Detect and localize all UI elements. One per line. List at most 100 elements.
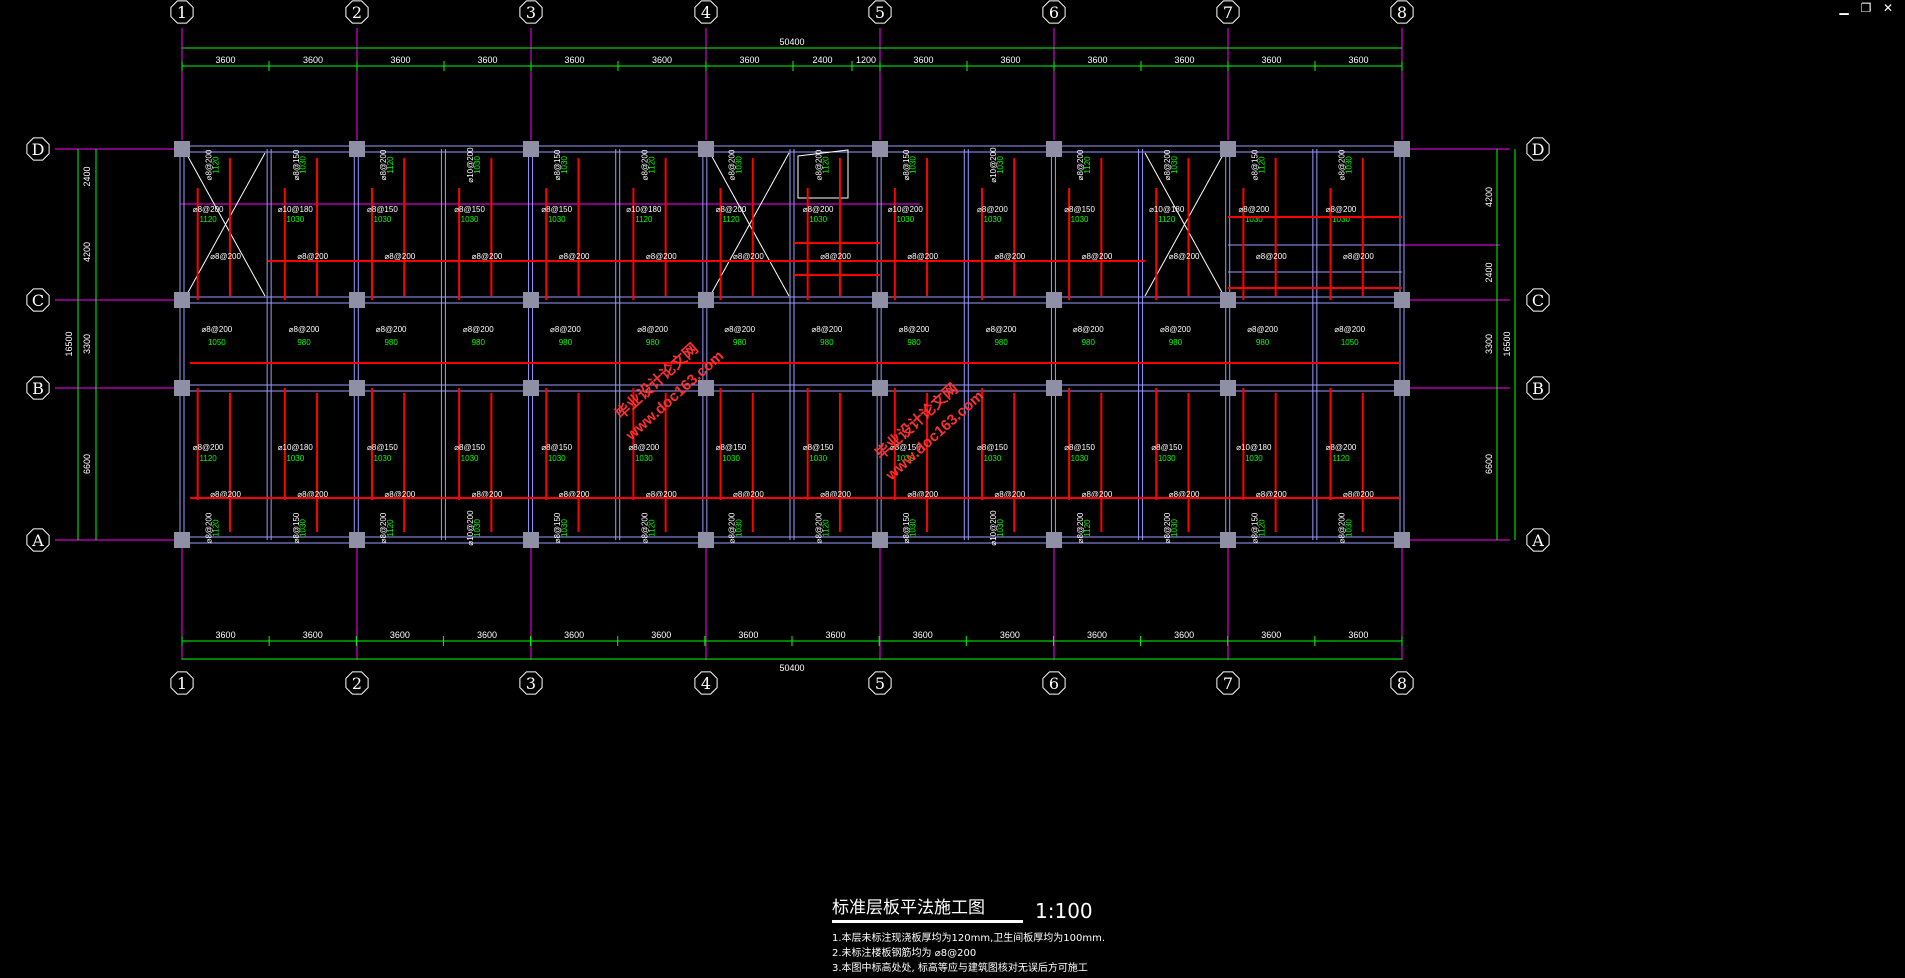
rebar-extent-label: 1120 bbox=[822, 519, 831, 537]
axis-bubble bbox=[1042, 671, 1066, 695]
rebar-extent-label: 1030 bbox=[299, 156, 308, 174]
column bbox=[698, 380, 714, 396]
rebar-extent-label: 1030 bbox=[299, 519, 308, 537]
rebar-extent-label: 1030 bbox=[909, 156, 918, 174]
bottom-span-dimension: 3600 bbox=[390, 630, 410, 640]
rebar-label: ⌀8@200 bbox=[1169, 252, 1200, 261]
column bbox=[872, 141, 888, 157]
axis-label: 2 bbox=[352, 3, 362, 22]
rebar-label: ⌀8@200 bbox=[815, 149, 824, 180]
rebar-extent-label: 1030 bbox=[896, 454, 914, 463]
axis-bubble bbox=[519, 671, 543, 695]
rebar-extent-label: 1030 bbox=[996, 519, 1005, 537]
left-span-dimension: 3300 bbox=[82, 334, 92, 354]
left-total-dimension: 16500 bbox=[64, 331, 74, 356]
drawing-notes: 1.本层未标注现浇板厚均为120mm,卫生间板厚均为100mm. 2.未标注楼板… bbox=[832, 931, 1132, 976]
axis-bubble bbox=[868, 671, 892, 695]
axis-label: 4 bbox=[701, 3, 711, 22]
rebar-extent-label: 1120 bbox=[386, 156, 395, 174]
bottom-span-dimension: 3600 bbox=[738, 630, 758, 640]
rebar-extent-label: 1030 bbox=[374, 215, 392, 224]
rebar-extent-label: 1030 bbox=[1344, 156, 1353, 174]
window-controls: ▁ ❐ ✕ bbox=[1837, 2, 1895, 14]
rebar-label: ⌀8@150 bbox=[454, 205, 485, 214]
rebar-label: ⌀10@180 bbox=[1149, 205, 1185, 214]
rebar-extent-label: 980 bbox=[1169, 338, 1183, 347]
rebar-label: ⌀8@200 bbox=[1076, 149, 1085, 180]
top-span-dimension: 3600 bbox=[1000, 55, 1020, 65]
rebar-label: ⌀8@200 bbox=[379, 149, 388, 180]
axis-bubble bbox=[694, 671, 718, 695]
rebar-extent-label: 1030 bbox=[374, 454, 392, 463]
axis-label: 5 bbox=[875, 3, 885, 22]
restore-icon[interactable]: ❐ bbox=[1860, 1, 1872, 15]
rebar-label: ⌀8@150 bbox=[1250, 149, 1259, 180]
rebar-label: ⌀8@200 bbox=[376, 325, 407, 334]
rebar-extent-label: 1030 bbox=[909, 519, 918, 537]
column bbox=[698, 532, 714, 548]
rebar-label: ⌀8@200 bbox=[1334, 325, 1365, 334]
rebar-extent-label: 1120 bbox=[1158, 215, 1176, 224]
axis-label: 6 bbox=[1049, 3, 1059, 22]
axis-label: 1 bbox=[177, 3, 187, 22]
column bbox=[174, 292, 190, 308]
rebar-label: ⌀8@150 bbox=[902, 149, 911, 180]
rebar-extent-label: 1030 bbox=[1170, 519, 1179, 537]
rebar-label: ⌀8@150 bbox=[902, 512, 911, 543]
rebar-extent-label: 1030 bbox=[560, 519, 569, 537]
rebar-extent-label: 1030 bbox=[1245, 215, 1263, 224]
column bbox=[872, 292, 888, 308]
axis-bubble bbox=[345, 0, 369, 24]
axis-bubble bbox=[26, 288, 50, 312]
stair-cross-line bbox=[709, 152, 790, 297]
rebar-label: ⌀8@150 bbox=[292, 149, 301, 180]
axis-label: 4 bbox=[701, 674, 711, 693]
rebar-label: ⌀8@150 bbox=[977, 443, 1008, 452]
rebar-label: ⌀8@200 bbox=[1082, 490, 1113, 499]
axis-label: 1 bbox=[177, 674, 187, 693]
column bbox=[349, 141, 365, 157]
rebar-extent-label: 1030 bbox=[809, 215, 827, 224]
right-total-dimension: 16500 bbox=[1502, 331, 1512, 356]
rebar-label: ⌀8@200 bbox=[472, 252, 503, 261]
rebar-label: ⌀8@200 bbox=[986, 325, 1017, 334]
rebar-label: ⌀8@200 bbox=[724, 325, 755, 334]
rebar-label: ⌀8@200 bbox=[550, 325, 581, 334]
stair-cross-line bbox=[185, 152, 266, 297]
column bbox=[698, 141, 714, 157]
rebar-extent-label: 1120 bbox=[647, 156, 656, 174]
axis-label: A bbox=[31, 531, 44, 550]
rebar-label: ⌀8@200 bbox=[646, 252, 677, 261]
rebar-label: ⌀8@200 bbox=[1326, 443, 1357, 452]
axis-label: B bbox=[1532, 379, 1544, 398]
close-icon[interactable]: ✕ bbox=[1882, 1, 1894, 15]
rebar-label: ⌀8@200 bbox=[977, 205, 1008, 214]
column bbox=[1046, 532, 1062, 548]
rebar-label: ⌀8@200 bbox=[803, 205, 834, 214]
rebar-extent-label: 980 bbox=[994, 338, 1008, 347]
axis-bubble bbox=[1042, 0, 1066, 24]
column bbox=[1046, 292, 1062, 308]
column bbox=[349, 532, 365, 548]
rebar-extent-label: 1030 bbox=[734, 156, 743, 174]
rebar-label: ⌀8@200 bbox=[559, 490, 590, 499]
axis-bubble bbox=[1216, 0, 1240, 24]
rebar-label: ⌀8@200 bbox=[297, 252, 328, 261]
axis-bubble bbox=[170, 0, 194, 24]
rebar-extent-label: 1120 bbox=[200, 454, 218, 463]
rebar-extent-label: 1120 bbox=[635, 215, 653, 224]
axis-label: 3 bbox=[526, 674, 536, 693]
rebar-label: ⌀8@200 bbox=[820, 490, 851, 499]
rebar-extent-label: 1120 bbox=[722, 215, 740, 224]
column bbox=[1220, 380, 1236, 396]
rebar-label: ⌀8@200 bbox=[994, 252, 1025, 261]
top-span-dimension: 3600 bbox=[652, 55, 672, 65]
rebar-label: ⌀8@200 bbox=[637, 325, 668, 334]
note-line: 2.未标注楼板钢筋均为 ⌀8@200 bbox=[832, 948, 977, 959]
minimize-icon[interactable]: ▁ bbox=[1839, 1, 1849, 15]
rebar-label: ⌀8@150 bbox=[454, 443, 485, 452]
rebar-extent-label: 980 bbox=[559, 338, 573, 347]
stair-cross-line bbox=[1144, 152, 1225, 297]
axis-label: C bbox=[1532, 291, 1544, 310]
